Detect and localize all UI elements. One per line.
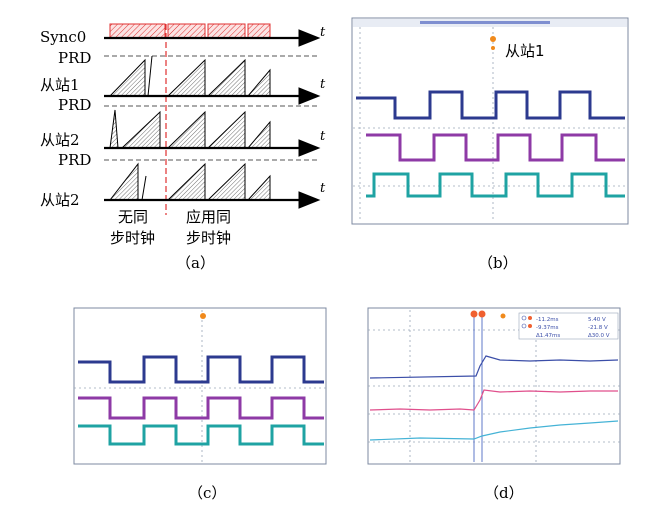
sync0-pulse-train xyxy=(109,23,271,39)
scope-b-frame xyxy=(351,17,629,225)
caption-d: （d） xyxy=(484,484,524,502)
scope-d-readout-r3-right: Δ30.0 V xyxy=(588,333,610,339)
signal-label-slave1: 从站1 xyxy=(40,76,80,94)
signal-label-prd-2: PRD xyxy=(58,96,91,114)
scope-d-readout-r1-left: -11.2ms xyxy=(536,317,559,323)
panel-a-timing-diagram: Sync0 PRD 从站1 PRD 从站2 PRD 从站2 xyxy=(40,23,326,272)
scope-d-readout-box xyxy=(518,312,619,340)
time-label-1: t xyxy=(320,25,326,40)
annotation-no-sync-line2: 步时钟 xyxy=(110,229,155,247)
scope-b-trigger-marker xyxy=(490,36,496,42)
signal-label-prd-1: PRD xyxy=(58,49,91,67)
scope-b-note-slave1: 从站1 xyxy=(505,42,545,60)
annotation-no-sync-line1: 无同 xyxy=(118,208,148,226)
panel-c-scope: （c） xyxy=(73,307,327,502)
scope-d-trace-cyan xyxy=(369,420,619,441)
scope-b-trace-purple xyxy=(366,133,625,162)
scope-d-readout-r3-left: Δ1.47ms xyxy=(536,333,560,339)
scope-b-trace-blue xyxy=(356,90,625,120)
scope-d-trace-pink xyxy=(369,389,618,411)
annotation-sync-line2: 步时钟 xyxy=(186,229,231,247)
scope-b-trace-teal xyxy=(366,172,625,198)
scope-c-trace-blue xyxy=(78,355,324,384)
scope-d-readout-r2-right: -21.8 V xyxy=(588,325,608,331)
time-label-4: t xyxy=(320,181,326,196)
scope-c-trace-purple xyxy=(78,396,324,420)
caption-a: （a） xyxy=(176,254,215,272)
scope-d-trace-blue xyxy=(369,355,619,379)
scope-d-marker-b xyxy=(478,310,486,318)
scope-d-readout-r1-right: 5.40 V xyxy=(588,317,606,323)
slave2-ramps-a xyxy=(109,109,271,149)
caption-b: （b） xyxy=(478,254,518,272)
scope-b-trigger-marker-2 xyxy=(491,46,495,50)
scope-c-trace-teal xyxy=(78,424,324,446)
signal-label-prd-3: PRD xyxy=(58,151,91,169)
scope-d-marker-a xyxy=(470,310,478,318)
slave1-ramps xyxy=(108,55,271,97)
slave2-ramps-b xyxy=(108,162,271,201)
scope-d-readout-r2-left: -9.37ms xyxy=(536,325,559,331)
scope-b-record-bar xyxy=(420,21,550,24)
signal-label-slave2-a: 从站2 xyxy=(40,131,80,149)
time-label-3: t xyxy=(320,129,326,144)
annotation-sync-line1: 应用同 xyxy=(186,208,231,226)
signal-label-slave2-b: 从站2 xyxy=(40,191,80,209)
panel-d-scope: -11.2ms 5.40 V -9.37ms -21.8 V Δ1.47ms Δ… xyxy=(367,307,621,502)
scope-d-trigger-marker xyxy=(500,313,506,319)
caption-c: （c） xyxy=(188,484,226,502)
time-label-2: t xyxy=(320,77,326,92)
scope-c-frame xyxy=(73,307,327,465)
scope-c-trigger-marker xyxy=(200,313,206,319)
signal-label-sync0: Sync0 xyxy=(40,28,86,46)
panel-b-scope: 从站1 （b） xyxy=(351,17,629,272)
